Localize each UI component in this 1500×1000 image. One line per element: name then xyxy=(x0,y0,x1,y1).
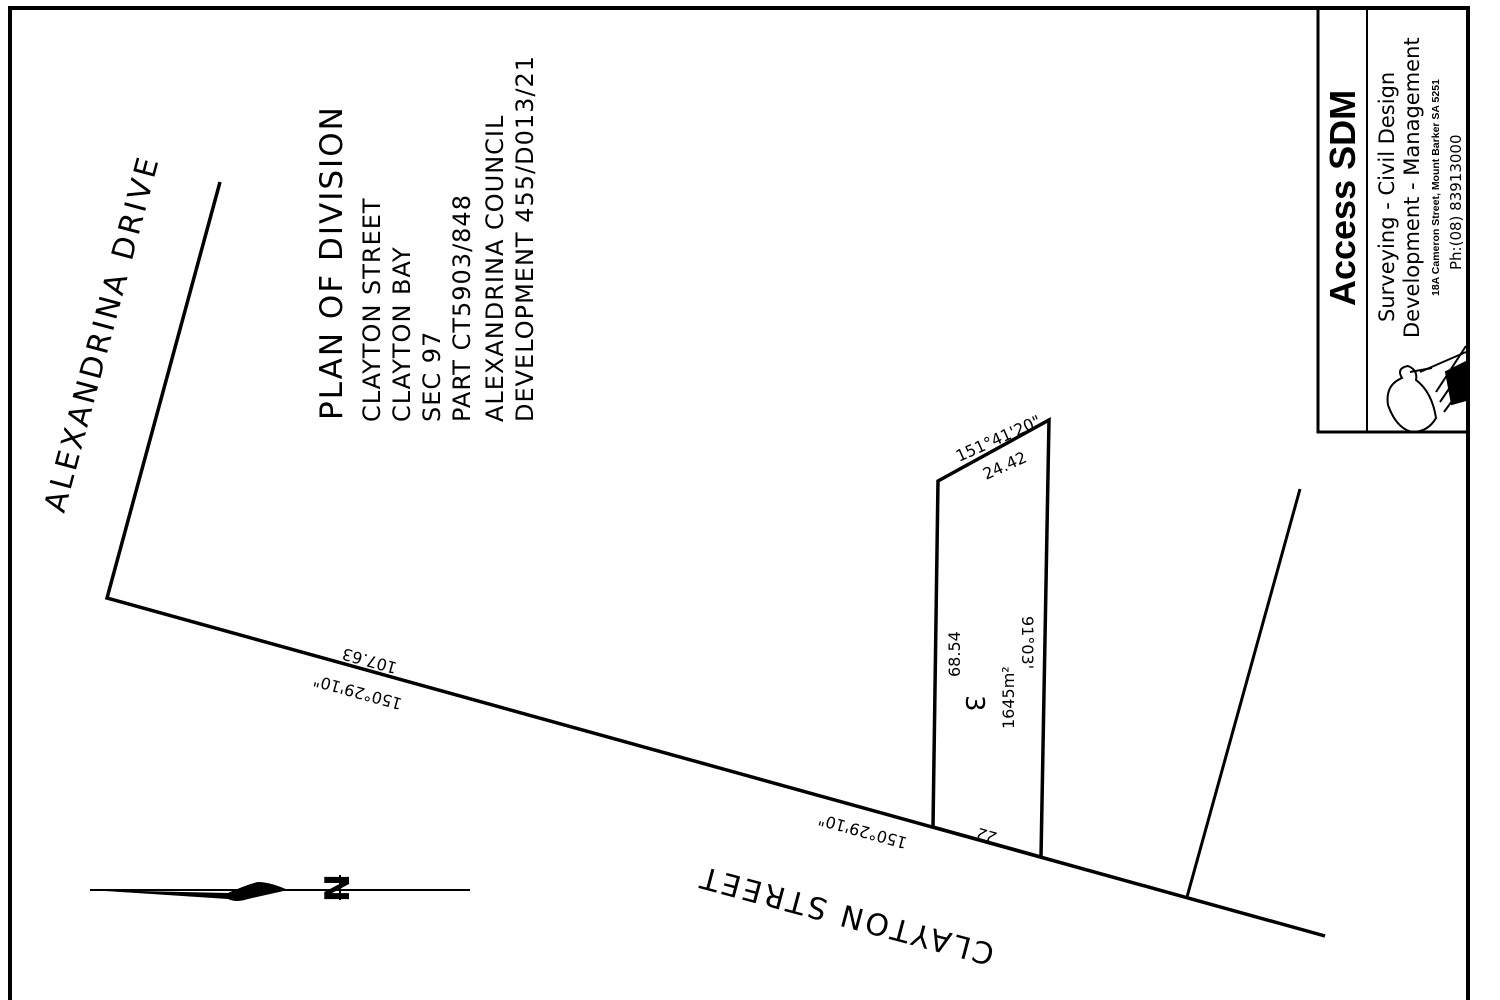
north-label: N xyxy=(318,874,358,902)
firm-services-line1: Surveying - Civil Design xyxy=(1375,72,1399,322)
plan-title: PLAN OF DIVISION xyxy=(314,105,350,420)
title-block: Access SDM Surveying - Civil Design Deve… xyxy=(1316,10,1468,434)
adjoining-boundary xyxy=(1185,488,1302,898)
plan-line-street: CLAYTON STREET xyxy=(358,197,386,422)
lot-number: 3 xyxy=(959,695,989,712)
lot-side-bearing: 91°03' xyxy=(1018,616,1037,669)
plan-line-council: ALEXANDRINA COUNCIL xyxy=(481,115,509,422)
firm-address: 18A Cameron Street, Mount Barker SA 5251 xyxy=(1430,79,1442,296)
surveyor-logo-icon xyxy=(1386,345,1467,434)
street-name-alexandrina-drive: ALEXANDRINA DRIVE xyxy=(38,151,167,516)
plan-line-development: DEVELOPMENT 455/D013/21 xyxy=(511,55,539,422)
north-arrow-icon: N xyxy=(90,874,470,902)
plan-line-section: SEC 97 xyxy=(418,331,446,422)
sheet-border xyxy=(8,6,1470,1000)
lot-depth: 68.54 xyxy=(945,631,964,677)
firm-services-line2: Development - Management xyxy=(1400,37,1424,338)
lot-area: 1645m² xyxy=(999,666,1018,729)
parent-parcel-boundary xyxy=(104,181,1326,938)
lot-front-length: 22 xyxy=(974,824,999,848)
plan-title-group: PLAN OF DIVISION xyxy=(314,105,350,420)
firm-name: Access SDM xyxy=(1322,90,1363,306)
plan-line-title-ref: PART CT5903/848 xyxy=(448,194,476,422)
lot-3-boundary xyxy=(931,417,1051,860)
firm-phone: Ph:(08) 83913000 xyxy=(1447,134,1465,270)
street-name-clayton-street: CLAYTON STREET xyxy=(694,858,998,971)
plan-line-locality: CLAYTON BAY xyxy=(388,246,416,422)
